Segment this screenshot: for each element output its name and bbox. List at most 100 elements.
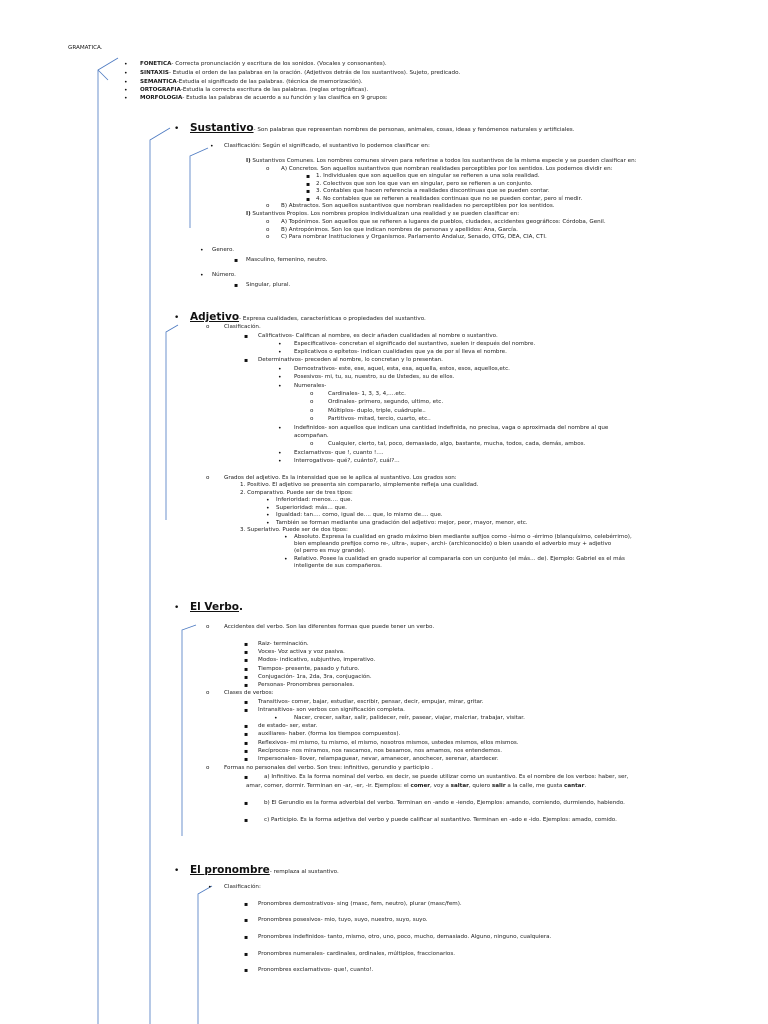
bullet: •: [278, 450, 282, 457]
grado-comparativo: 2. Comparativo. Puede ser de tres tipos:: [240, 490, 353, 496]
infinitivo: a) Infinitivo. Es la forma nominal del v…: [264, 774, 629, 780]
bullet: •: [278, 374, 282, 381]
pronombre-item: Pronombres indefinidos- tanto, mismo, ot…: [258, 934, 552, 940]
adjetivo-heading: Adjetivo- Expresa cualidades, caracterís…: [190, 311, 426, 323]
pronombre-item: Pronombres numerales- cardinales, ordina…: [258, 951, 456, 957]
bullet: ▪: [244, 657, 249, 664]
indefinidos-cont: acompañan.: [294, 433, 329, 439]
concretos-item: 3. Contables que hacen referencia a real…: [316, 188, 550, 194]
concretos-item: 2. Colectivos que son los que van en sin…: [316, 181, 533, 187]
pronombre-item: Pronombres demostrativos- sing (masc, fe…: [258, 901, 462, 907]
formas-no-personales: Formas no personales del verbo. Son tres…: [224, 765, 434, 771]
interrogativos: Interrogativos- qué?, cuánto?, cuál?…: [294, 458, 400, 464]
circle-bullet: o: [266, 234, 270, 240]
demostrativos: Demostrativos- este, ese, aquel, esta, e…: [294, 366, 510, 372]
circle-bullet: o: [310, 408, 314, 414]
bullet: •: [278, 458, 282, 465]
bullet: ▪: [244, 682, 249, 689]
intransitivos: Intransitivos- son verbos con significac…: [258, 707, 405, 713]
grados: Grados del adjetivo. Es la intensidad qu…: [224, 475, 457, 481]
exclamativos: Exclamativos- que !, cuanto !….: [294, 450, 384, 456]
genero-value: Masculino, femenino, neutro.: [246, 257, 328, 263]
bullet: •: [124, 61, 128, 68]
intro-item-sintaxis: SINTAXIS- Estudia el orden de las palabr…: [140, 70, 461, 76]
bullet: •: [266, 505, 270, 512]
bullet: ▪: [244, 901, 249, 908]
sustantivo-clasificacion: Clasificación: Según el significado, el …: [224, 143, 430, 149]
superioridad: Superioridad: más… que.: [276, 505, 347, 511]
bullet: ▪: [244, 731, 249, 738]
circle-bullet: o: [206, 475, 210, 481]
determinativos: Determinativos- preceden al nombre, lo c…: [258, 357, 443, 363]
bullet: •: [284, 534, 288, 541]
bullet: •: [278, 383, 282, 390]
bullet: ▪: [244, 951, 249, 958]
intransitivos-ejemplos: Nacer, crecer, saltar, salir, palidecer,…: [294, 715, 525, 721]
partitivos: Partitivos- mitad, tercio, cuarto, etc..: [328, 416, 431, 422]
explicativos: Explicativos o epítetos- indican cualida…: [294, 349, 507, 355]
grado-superlativo: 3. Superlativo. Puede ser de dos tipos:: [240, 527, 348, 533]
genero-label: Genero.: [212, 247, 235, 253]
relativo-cont: inteligente de sus compañeros.: [294, 563, 382, 569]
bullet: •: [278, 366, 282, 373]
bullet: ▪: [244, 756, 249, 763]
de-estado: de estado- ser, estar.: [258, 723, 318, 729]
sub-brace-line: [149, 127, 171, 1024]
concretos-item: 1. Individuales que son aquellos que en …: [316, 173, 540, 179]
igualdad: Igualdad: tan…. como, igual de…. que, lo…: [276, 512, 443, 518]
pronombre-item: Pronombres posesivos- mio, tuyo, suyo, n…: [258, 917, 428, 923]
absoluto-cont: (el perro es muy grande).: [294, 548, 366, 554]
intro-item-morfologia: MORFOLOGIA- Estudia las palabras de acue…: [140, 95, 388, 101]
bullet: ▪: [244, 333, 249, 340]
sustantivo-brace: [189, 147, 209, 228]
transitivos: Transitivos- comer, bajar, estudiar, esc…: [258, 699, 484, 705]
numero-label: Número.: [212, 272, 236, 278]
bullet: ▪: [244, 641, 249, 648]
bullet: •: [124, 70, 128, 77]
circle-bullet: o: [266, 227, 270, 233]
pronombre-heading: El pronombre- remplaza al sustantivo.: [190, 864, 339, 876]
circle-bullet: o: [206, 765, 210, 771]
bullet: •: [274, 715, 278, 722]
abstractos: B) Abstractos. Son aquellos sustantivos …: [281, 203, 555, 209]
bullet: •: [278, 425, 282, 432]
circle-bullet: o: [206, 324, 210, 330]
pronombre-clasificacion: Clasificación:: [224, 884, 261, 890]
clases-verbos: Clases de verbos:: [224, 690, 274, 696]
pronombre-brace: [197, 885, 213, 1024]
bullet: •: [200, 272, 204, 279]
bullet: •: [278, 341, 282, 348]
adjetivo-clasificacion: Clasificación.: [224, 324, 261, 330]
propios-item: C) Para nombrar Instituciones y Organism…: [281, 234, 547, 240]
accidente-item: Voces- Voz activa y voz pasiva.: [258, 649, 345, 655]
absoluto: Absoluto. Expresa la cualidad en grado m…: [294, 534, 632, 540]
gerundio: b) El Gerundio es la forma adverbial del…: [264, 800, 625, 806]
bullet: ▪: [244, 674, 249, 681]
bullet: •: [266, 520, 270, 527]
bullet: ▪: [234, 257, 239, 264]
bullet: •: [124, 87, 128, 94]
intro-item-semantica: SEMANTICA-Estudia el significado de las …: [140, 79, 363, 85]
bullet: •: [174, 124, 180, 134]
bullet: ▪: [244, 699, 249, 706]
reciprocos: Recíprocos- nos miramos, nos rascamos, n…: [258, 748, 502, 754]
numero-value: Singular, plural.: [246, 282, 291, 288]
especificativos: Especificativos- concretan el significad…: [294, 341, 536, 347]
bullet: ▪: [244, 774, 249, 781]
bullet: •: [266, 497, 270, 504]
circle-bullet: o: [266, 219, 270, 225]
bullet: •: [200, 247, 204, 254]
bullet: ▪: [244, 934, 249, 941]
relativo: Relativo. Posee la cualidad en grado sup…: [294, 556, 625, 562]
infinitivo-ejemplos: amar, comer, dormir. Terminan en -ar, -e…: [246, 783, 587, 789]
grado-positivo: 1. Positivo. El adjetivo se presenta sin…: [240, 482, 479, 488]
bullet: ▪: [244, 917, 249, 924]
bullet: ▪: [244, 707, 249, 714]
accidentes: Accidentes del verbo. Son las diferentes…: [224, 624, 435, 630]
indefinidos-ejemplos: Cualquier, cierto, tal, poco, demasiado,…: [328, 441, 586, 447]
multiplos: Múltiplos- duplo, triple, cuádruple..: [328, 408, 426, 414]
bullet: •: [174, 603, 180, 613]
cardinales: Cardinales- 1, 3, 3, 4,….etc.: [328, 391, 406, 397]
circle-bullet: o: [310, 416, 314, 422]
circle-bullet: o: [266, 203, 270, 209]
